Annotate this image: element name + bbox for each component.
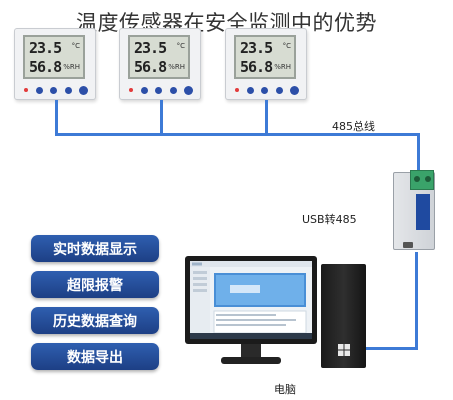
- sensor-key-icon: [169, 86, 177, 94]
- sensor-key-icon: [64, 86, 72, 94]
- sensor-device-2: 23.5 °C 56.8 %RH: [119, 28, 201, 100]
- sensor-display: 23.5 °C 56.8 %RH: [128, 35, 190, 79]
- sensor-key-icon: [290, 85, 299, 95]
- sensor-reading-top: 23.5: [240, 39, 273, 57]
- sensor-reading-top: 23.5: [134, 39, 167, 57]
- sensor-unit-top: °C: [71, 42, 80, 50]
- computer-label: 电脑: [274, 383, 296, 396]
- sensor-unit-bottom: %RH: [274, 63, 291, 71]
- monitor-stand-base: [221, 357, 281, 364]
- sensor-device-3: 23.5 °C 56.8 %RH: [225, 28, 307, 100]
- sensor-key-icon: [35, 86, 43, 94]
- feature-history-query: 历史数据查询: [31, 307, 159, 334]
- sensor-keypad: [129, 85, 193, 95]
- usb-cable-horizontal: [366, 347, 418, 350]
- sensor-unit-bottom: %RH: [63, 63, 80, 71]
- bus-label: 485总线: [332, 120, 375, 133]
- usb-port-icon: [403, 242, 413, 248]
- sensor-key-icon: [261, 86, 268, 94]
- feature-realtime-display: 实时数据显示: [31, 235, 159, 262]
- converter-label: USB转485: [302, 213, 357, 226]
- terminal-block-icon: [410, 170, 434, 190]
- status-led-icon: [235, 88, 239, 92]
- feature-data-export: 数据导出: [31, 343, 159, 370]
- monitor-stand-neck: [241, 344, 261, 358]
- sensor-key-icon: [140, 86, 148, 94]
- sensor-reading-top: 23.5: [29, 39, 62, 57]
- sensor-key-icon: [246, 86, 254, 94]
- sensor-key-icon: [275, 86, 283, 94]
- sensor-key-icon: [50, 86, 57, 94]
- bus-drop-wire-1: [55, 100, 58, 135]
- usb-485-converter: [393, 170, 443, 252]
- sensor-reading-bottom: 56.8: [29, 58, 62, 76]
- software-screenshot-icon: [190, 261, 312, 339]
- sensor-key-icon: [184, 85, 193, 95]
- computer-monitor: [185, 256, 317, 370]
- sensor-reading-bottom: 56.8: [240, 58, 273, 76]
- sensor-key-icon: [155, 86, 162, 94]
- usb-cable-vertical: [415, 252, 418, 350]
- bus-drop-wire-2: [160, 100, 163, 135]
- status-led-icon: [24, 88, 28, 92]
- sensor-display: 23.5 °C 56.8 %RH: [23, 35, 85, 79]
- sensor-unit-bottom: %RH: [168, 63, 185, 71]
- sensor-unit-top: °C: [282, 42, 291, 50]
- rs485-bus-wire: [55, 133, 420, 136]
- sensor-unit-top: °C: [176, 42, 185, 50]
- computer-tower: [321, 264, 366, 368]
- status-led-icon: [129, 88, 133, 92]
- feature-overlimit-alarm: 超限报警: [31, 271, 159, 298]
- sensor-keypad: [24, 85, 88, 95]
- sensor-key-icon: [79, 85, 88, 95]
- bus-drop-wire-3: [265, 100, 268, 135]
- bus-to-converter-wire: [417, 133, 420, 173]
- windows-logo-icon: [338, 344, 350, 356]
- monitor-screen: [190, 261, 312, 339]
- sensor-keypad: [235, 85, 299, 95]
- sensor-display: 23.5 °C 56.8 %RH: [234, 35, 296, 79]
- sensor-device-1: 23.5 °C 56.8 %RH: [14, 28, 96, 100]
- converter-label-strip: [416, 194, 430, 230]
- sensor-reading-bottom: 56.8: [134, 58, 167, 76]
